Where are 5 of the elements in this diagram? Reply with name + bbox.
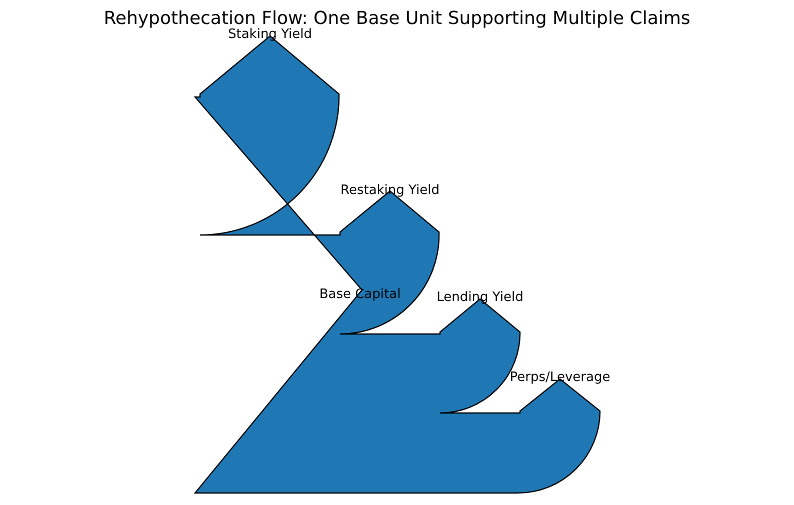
flow-label: Staking Yield [228,27,312,42]
flow-label: Lending Yield [436,290,524,305]
chart-title: Rehypothecation Flow: One Base Unit Supporting Multiple Claims [102,8,692,29]
flow-label: Perps/Leverage [510,370,610,385]
flow-label: Restaking Yield [340,183,440,198]
